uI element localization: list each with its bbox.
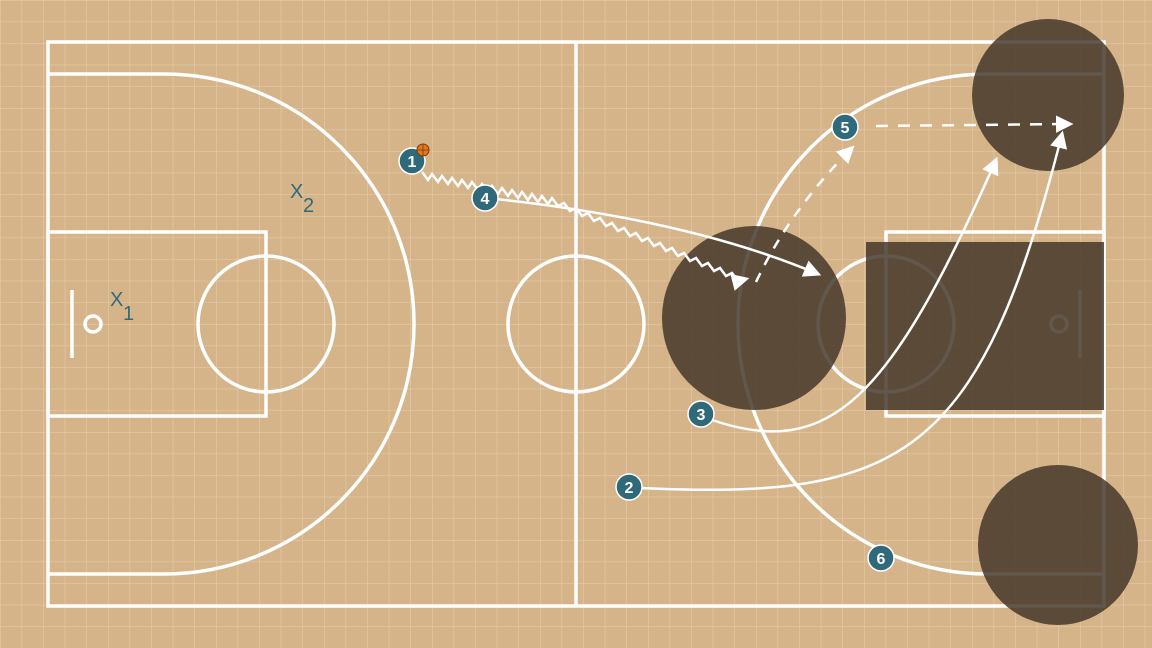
cut-path-player-3 (711, 156, 999, 433)
player-6-label: 6 (877, 551, 886, 568)
player-4-label: 4 (481, 191, 490, 208)
player-2[interactable]: 2 (615, 473, 643, 501)
basketball-icon (416, 143, 430, 157)
cut-path-player-4 (495, 197, 822, 277)
cut-path-player-2 (639, 130, 1068, 492)
player-5-label: 5 (841, 120, 850, 137)
player-1-label: 1 (408, 154, 417, 171)
defender-2-letter: X (290, 181, 303, 203)
player-1[interactable]: 1 (398, 143, 430, 175)
player-6[interactable]: 6 (867, 544, 895, 572)
zone-bottom-corner (978, 465, 1138, 625)
defense-players: X 1 X 2 (110, 181, 314, 325)
player-3[interactable]: 3 (687, 400, 715, 428)
player-2-label: 2 (625, 480, 634, 497)
pass-path-high-post (754, 145, 855, 283)
shaded-zones (662, 19, 1138, 625)
center-circle (506, 254, 646, 394)
zone-paint (866, 242, 1104, 410)
pass-path-player-5 (875, 115, 1074, 133)
left-key (46, 230, 268, 418)
defender-2-number: 2 (303, 195, 314, 217)
player-5[interactable]: 5 (831, 113, 859, 141)
left-free-throw-circle (196, 254, 336, 394)
defender-1-number: 1 (123, 303, 134, 325)
left-hoop (83, 314, 103, 334)
player-3-label: 3 (697, 407, 706, 424)
player-4[interactable]: 4 (471, 184, 499, 212)
dribble-path-player-1 (421, 171, 750, 291)
offense-players: 1 4 5 3 2 6 (398, 113, 895, 572)
defender-1[interactable]: X 1 (110, 289, 134, 325)
defender-2[interactable]: X 2 (290, 181, 314, 217)
zone-top-corner (972, 19, 1124, 171)
defender-1-letter: X (110, 289, 123, 311)
zone-high-post (662, 226, 846, 410)
left-three-point-line (48, 72, 416, 576)
movement-paths (421, 115, 1074, 492)
